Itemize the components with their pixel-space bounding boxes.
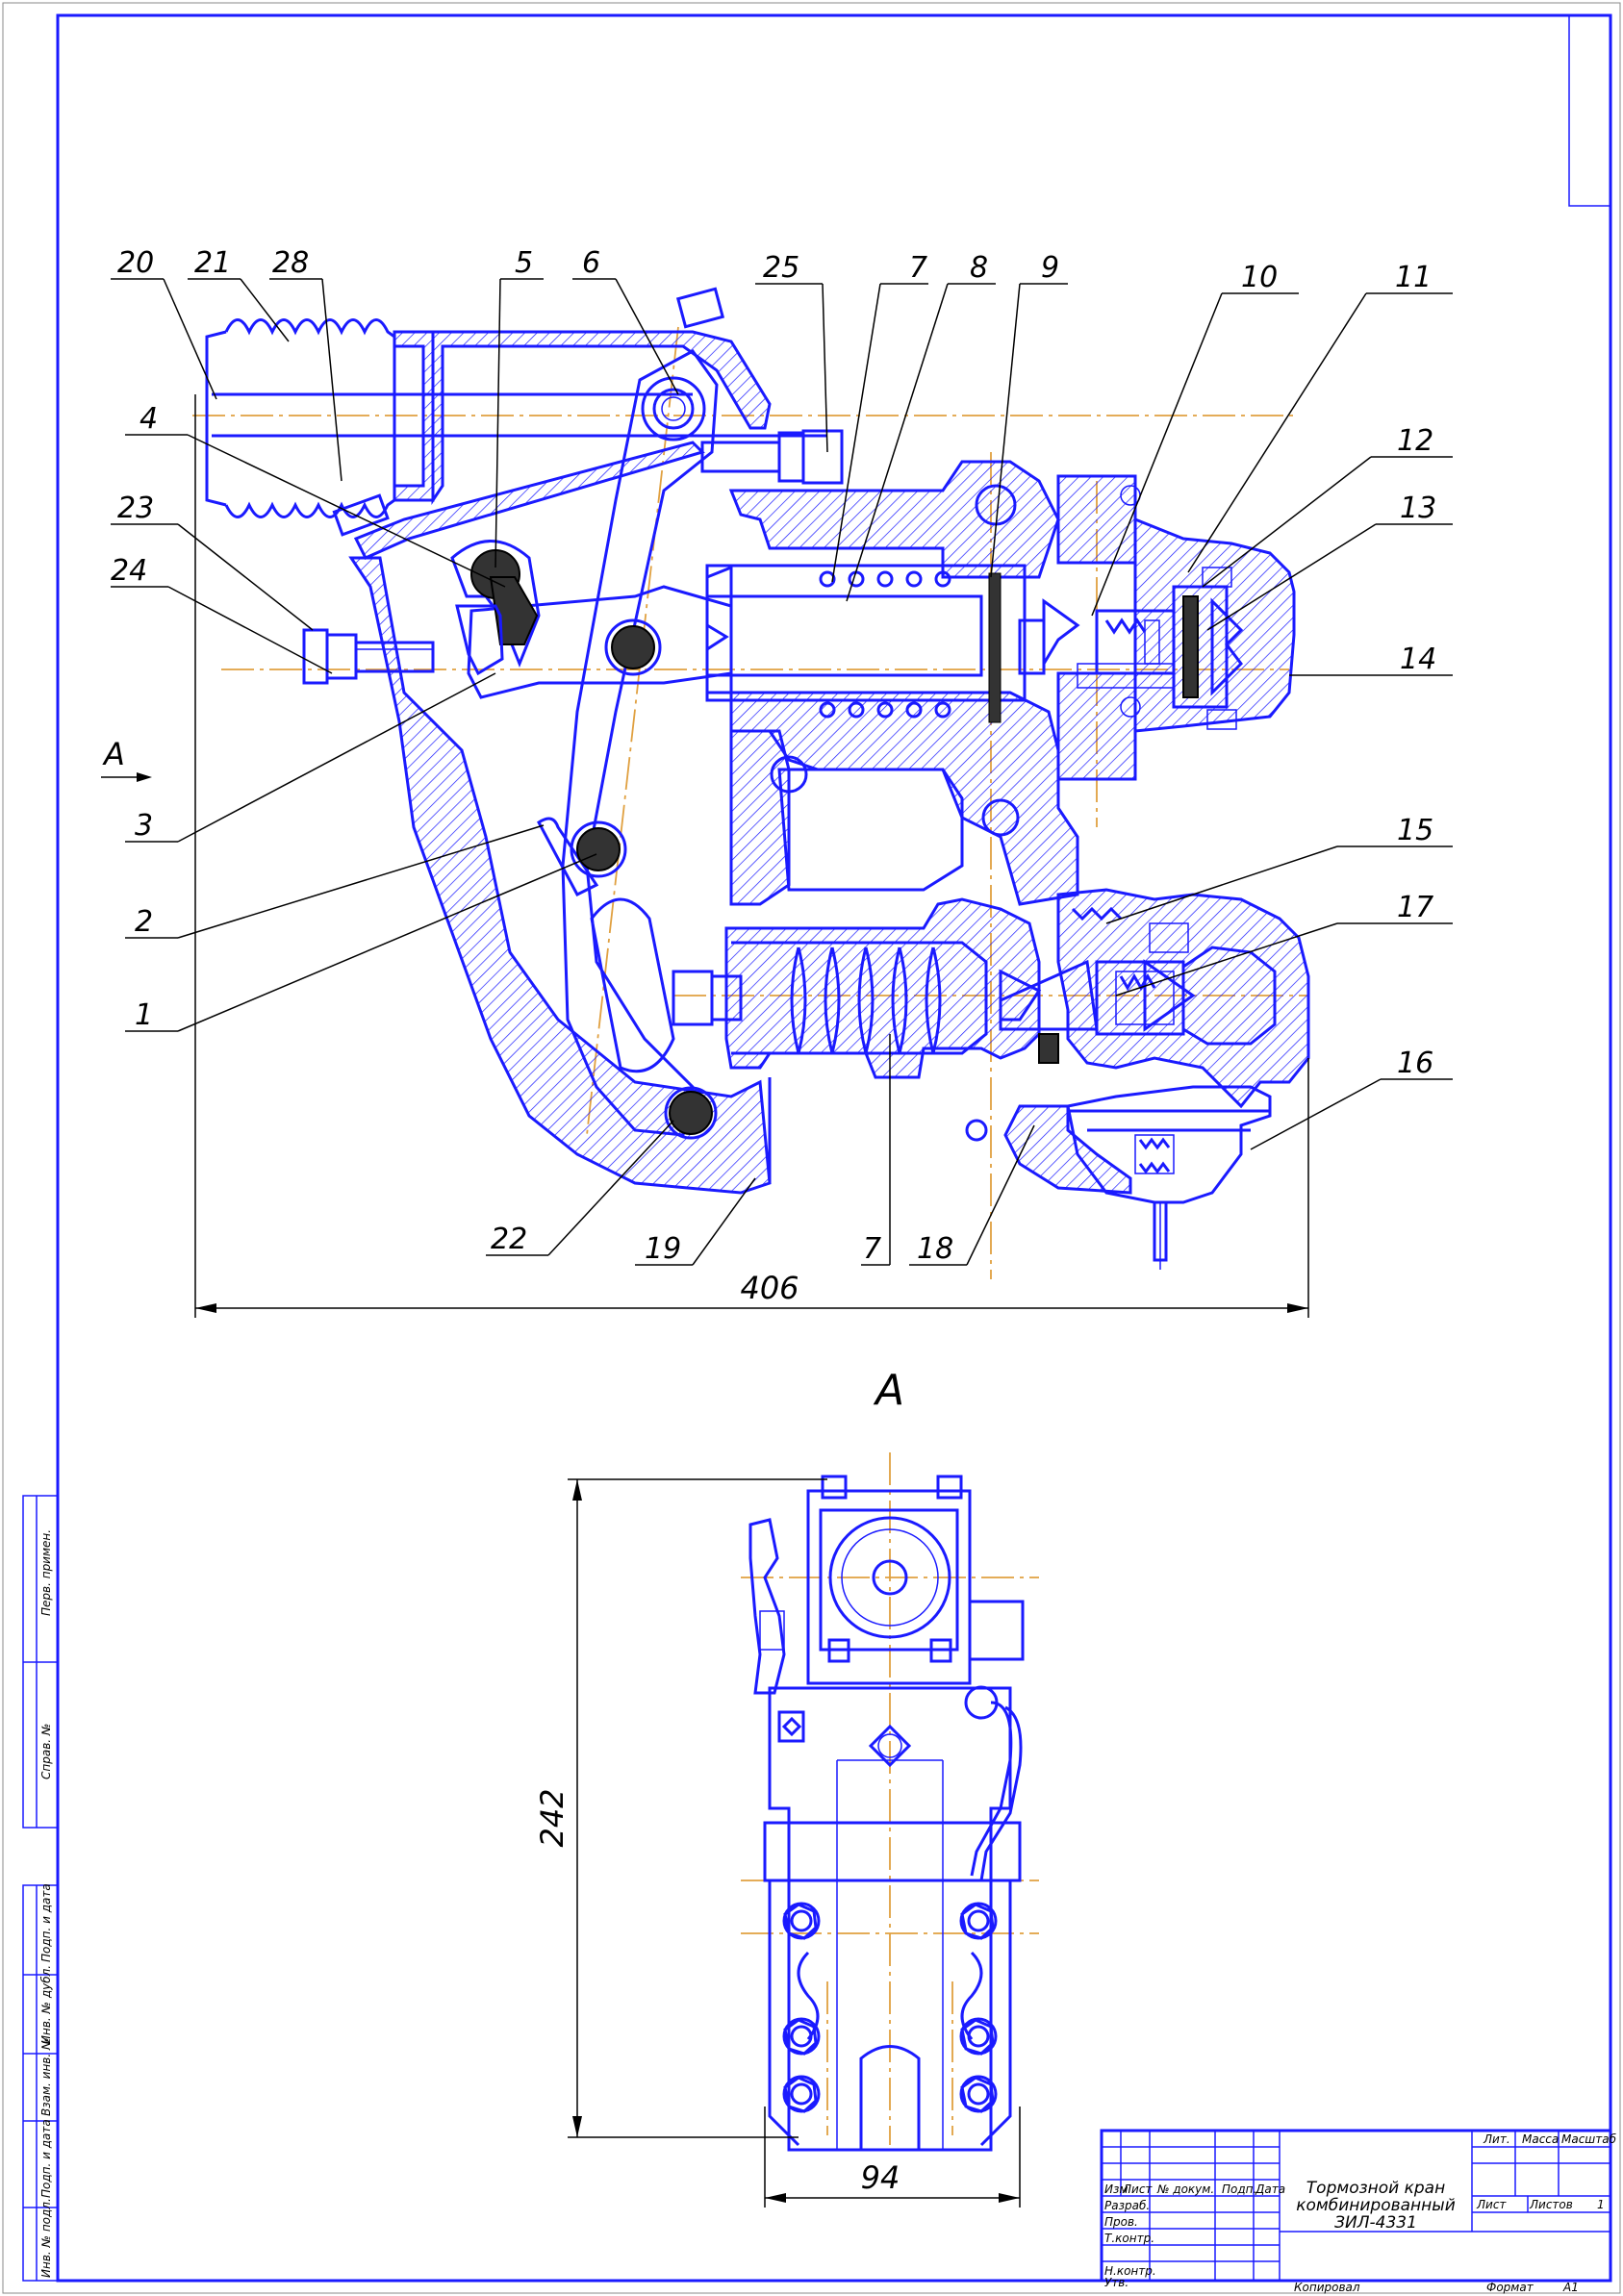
tb-listov-value: 1: [1597, 2198, 1605, 2211]
tb-row-prov: Пров.: [1104, 2215, 1138, 2229]
tb-massa: Масса: [1522, 2132, 1559, 2146]
section-view: 406 А: [101, 246, 1453, 1318]
callout-24: 24: [111, 554, 147, 588]
callout-11: 11: [1395, 261, 1432, 294]
tb-title-3: ЗИЛ-4331: [1334, 2213, 1417, 2233]
tb-col-list: Лист: [1122, 2182, 1153, 2196]
tb-format: Формат: [1486, 2281, 1534, 2294]
tb-col-doc: № докум.: [1156, 2182, 1214, 2196]
callout-7-bottom: 7: [863, 1232, 881, 1266]
stamp-podp-data-2: Подп. и дата: [39, 2119, 53, 2198]
callout-25: 25: [763, 251, 799, 285]
callout-14: 14: [1400, 643, 1436, 676]
tb-row-tkontr: Т.контр.: [1104, 2232, 1154, 2245]
diaphragm-assembly: [965, 1085, 1272, 1270]
view-a: А: [534, 1366, 1039, 2208]
stamp-vzam-inv: Взам. инв. №: [39, 2038, 53, 2116]
callout-18: 18: [917, 1232, 953, 1266]
tb-format-value: А1: [1562, 2281, 1579, 2294]
tb-lit: Лит.: [1483, 2132, 1510, 2146]
callout-4: 4: [139, 402, 158, 436]
callout-leaders: [111, 278, 1453, 1266]
tb-title-2: комбинированный: [1296, 2196, 1456, 2215]
stamp-sprav: Справ. №: [39, 1724, 53, 1779]
tb-kopiroval: Копировал: [1294, 2281, 1360, 2294]
callout-17: 17: [1397, 891, 1433, 924]
callout-2: 2: [135, 905, 153, 939]
stamp-podp-data-1: Подп. и дата: [39, 1883, 53, 1962]
lever-housing: [348, 330, 772, 1195]
tb-row-nkontr: Н.контр.: [1104, 2264, 1156, 2278]
adjusting-bolts: [302, 287, 844, 685]
callout-15: 15: [1397, 814, 1433, 847]
callout-28: 28: [272, 246, 309, 280]
callout-12: 12: [1397, 424, 1433, 458]
callout-1: 1: [135, 998, 153, 1032]
dimension-406: 406: [194, 394, 1309, 1318]
rubber-boot: [205, 318, 827, 518]
stamp-inv-podl: Инв. № подл.: [39, 2198, 53, 2278]
lower-valve-body: [672, 888, 1310, 1109]
tb-title-1: Тормозной кран: [1306, 2179, 1445, 2198]
callout-13: 13: [1400, 492, 1436, 525]
upper-inner-valve: [1077, 485, 1244, 730]
pins: [455, 376, 718, 1140]
stamp-inv-dubl: Инв. № дубл.: [39, 1965, 53, 2044]
callout-8: 8: [970, 251, 988, 285]
tb-list: Лист: [1476, 2198, 1507, 2211]
callout-9: 9: [1041, 251, 1059, 285]
dimension-242-text: 242: [534, 1788, 571, 1847]
tb-col-izm: Изм: [1104, 2182, 1128, 2196]
callout-10: 10: [1241, 261, 1278, 294]
title-block: Изм Лист № докум. Подп. Дата Разраб. Про…: [1100, 2129, 1617, 2294]
tb-col-sign: Подп.: [1222, 2182, 1256, 2196]
dimension-94-text: 94: [861, 2159, 900, 2196]
tb-col-date: Дата: [1255, 2182, 1285, 2196]
tb-listov: Листов: [1529, 2198, 1573, 2211]
callout-16: 16: [1397, 1047, 1433, 1080]
callout-numbers: 20 21 28 5 6 25 7 8 9 10 11 12 13 14 4 2…: [111, 246, 1436, 1266]
callout-22: 22: [491, 1223, 527, 1256]
callout-5: 5: [515, 246, 533, 280]
upper-valve-body: [728, 460, 1296, 906]
callout-7-top: 7: [909, 251, 927, 285]
callout-3: 3: [135, 809, 153, 843]
dimension-406-text: 406: [740, 1270, 799, 1306]
view-a-title: А: [873, 1366, 904, 1415]
callout-20: 20: [117, 246, 154, 280]
upper-piston-assembly: [705, 564, 1080, 723]
callout-21: 21: [194, 246, 231, 280]
callout-19: 19: [645, 1232, 681, 1266]
stamp-perv-primen: Перв. примен.: [39, 1529, 53, 1616]
callout-23: 23: [117, 492, 154, 525]
view-arrow-a: А: [101, 736, 152, 782]
callout-6: 6: [582, 246, 600, 280]
tb-masshtab: Масштаб: [1561, 2132, 1617, 2146]
side-stamp-column: Перв. примен. Справ. № Подп. и дата Инв.…: [22, 1495, 59, 2282]
view-arrow-label: А: [102, 736, 125, 772]
tb-row-razrab: Разраб.: [1104, 2199, 1150, 2212]
tb-row-utv: Утв.: [1104, 2276, 1128, 2289]
